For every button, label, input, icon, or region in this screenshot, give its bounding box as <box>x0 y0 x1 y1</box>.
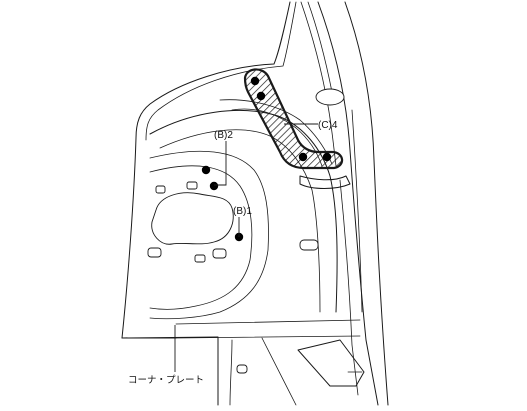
reinforcement-strip <box>243 68 344 170</box>
label-b2: (B)2 <box>214 130 233 141</box>
inner-panel-outline <box>147 88 351 320</box>
weld-dot-b2-upper <box>201 165 211 175</box>
weld-dot-c4-2 <box>256 91 266 101</box>
leader-lines <box>174 123 318 372</box>
weld-dot-b2-lower <box>209 181 219 191</box>
label-c4: (C)4 <box>318 120 338 131</box>
weld-dot-c4-3 <box>298 152 308 162</box>
leader-b2 <box>214 141 227 186</box>
weld-points <box>201 76 332 242</box>
label-b1: (B)1 <box>233 206 252 217</box>
weld-dot-c4-4 <box>322 152 332 162</box>
weld-dot-c4-1 <box>250 76 260 86</box>
label-part-name: コーナ・プレート <box>128 375 204 386</box>
